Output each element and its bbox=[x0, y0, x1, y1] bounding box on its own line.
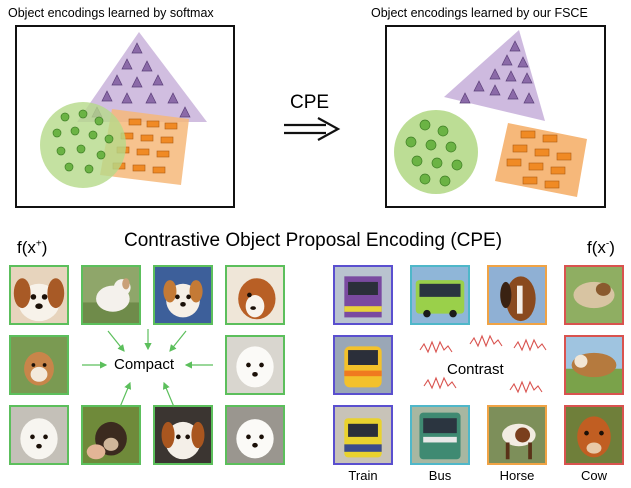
dog-image bbox=[9, 335, 69, 395]
softmax-encoding-diagram bbox=[40, 32, 207, 188]
dog-image bbox=[225, 405, 285, 465]
main-title: Contrastive Object Proposal Encoding (CP… bbox=[124, 230, 503, 251]
cow-image bbox=[564, 405, 624, 465]
contrast-label: Contrast bbox=[447, 361, 504, 378]
horse-caption: Horse bbox=[499, 468, 535, 483]
dog-image bbox=[153, 405, 213, 465]
bus-image bbox=[410, 265, 470, 325]
dog-image bbox=[9, 265, 69, 325]
softmax-encoding-box bbox=[15, 25, 235, 208]
dog-image bbox=[81, 265, 141, 325]
dog-image bbox=[225, 265, 285, 325]
compact-arrows bbox=[82, 329, 213, 408]
train-image bbox=[333, 265, 393, 325]
dog-image bbox=[153, 265, 213, 325]
double-right-arrow-icon bbox=[284, 117, 341, 141]
contrast-springs bbox=[419, 334, 547, 394]
dog-image bbox=[225, 335, 285, 395]
dog-image bbox=[9, 405, 69, 465]
dog-image bbox=[81, 405, 141, 465]
cow-image bbox=[564, 265, 624, 325]
fsce-encoding-diagram bbox=[394, 30, 587, 197]
bus-caption: Bus bbox=[428, 468, 452, 483]
horse-image bbox=[487, 265, 547, 325]
horse-image bbox=[487, 405, 547, 465]
train-caption: Train bbox=[348, 468, 378, 483]
positive-encoding-label: f(x+) bbox=[17, 238, 48, 257]
negative-encoding-label: f(x-) bbox=[587, 238, 615, 257]
cpe-arrow-label: CPE bbox=[290, 92, 330, 113]
bus-image bbox=[410, 405, 470, 465]
fsce-encoding-box bbox=[385, 25, 606, 208]
train-image bbox=[333, 405, 393, 465]
compact-label: Compact bbox=[114, 356, 175, 373]
train-image bbox=[333, 335, 393, 395]
cow-image bbox=[564, 335, 624, 395]
softmax-panel-title: Object encodings learned by softmax bbox=[8, 6, 214, 20]
cow-caption: Cow bbox=[580, 468, 607, 483]
fsce-panel-title: Object encodings learned by our FSCE bbox=[371, 6, 588, 20]
